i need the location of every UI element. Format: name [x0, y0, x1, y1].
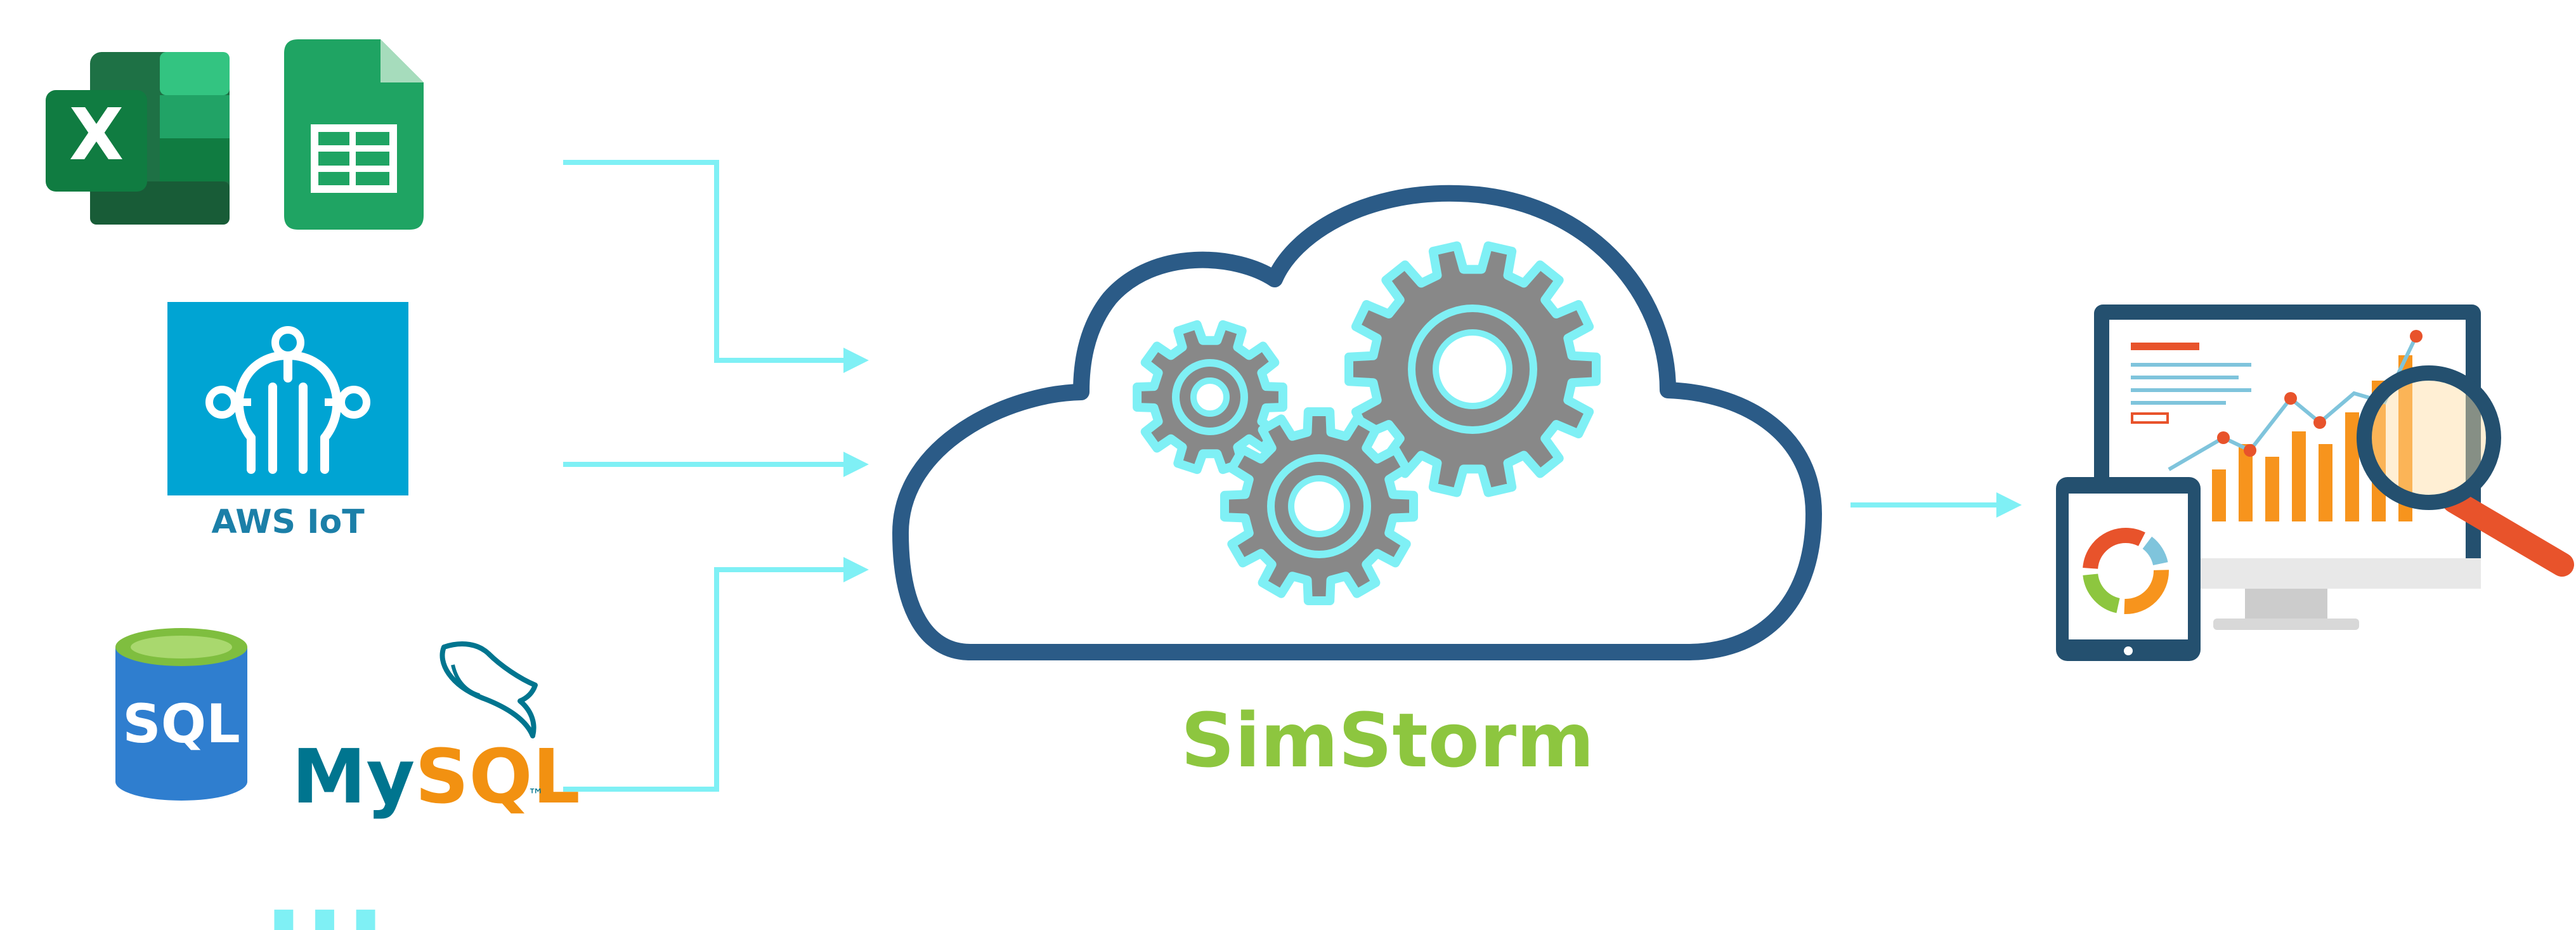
connector-databases	[563, 557, 869, 792]
aws-iot-icon	[167, 302, 408, 495]
input-connectors	[563, 160, 869, 792]
gear-large-icon	[1344, 241, 1601, 497]
mysql-trademark: ™	[528, 786, 544, 805]
gear-ring	[1172, 359, 1248, 435]
gear-hole	[1190, 377, 1230, 417]
gear-small-icon	[1133, 320, 1287, 475]
gear-hole	[1433, 329, 1512, 409]
google-sheets-icon	[284, 39, 424, 230]
sql-database-icon: SQL	[115, 628, 247, 801]
microsoft-excel-icon: X	[46, 52, 230, 225]
connector-spreadsheets	[563, 160, 869, 373]
mysql-wordmark: MySQL	[292, 733, 580, 820]
aws-iot-label: AWS IoT	[211, 503, 365, 541]
mysql-dolphin-icon	[439, 641, 538, 738]
gear-ring	[1408, 305, 1537, 434]
gear-ring	[1267, 454, 1371, 558]
mysql-label-my: My	[292, 733, 415, 820]
more-sources-ellipsis: ...	[263, 830, 386, 930]
sql-label: SQL	[122, 693, 240, 755]
gear-medium-icon	[1220, 407, 1418, 605]
platform-name: SimStorm	[1181, 697, 1594, 784]
gear-hole	[1288, 475, 1350, 537]
mysql-label-sql: SQL	[415, 733, 580, 820]
analytics-dashboard-icon	[2056, 305, 2574, 661]
excel-letter: X	[69, 94, 124, 176]
cloud-gears-icon	[892, 185, 1822, 660]
